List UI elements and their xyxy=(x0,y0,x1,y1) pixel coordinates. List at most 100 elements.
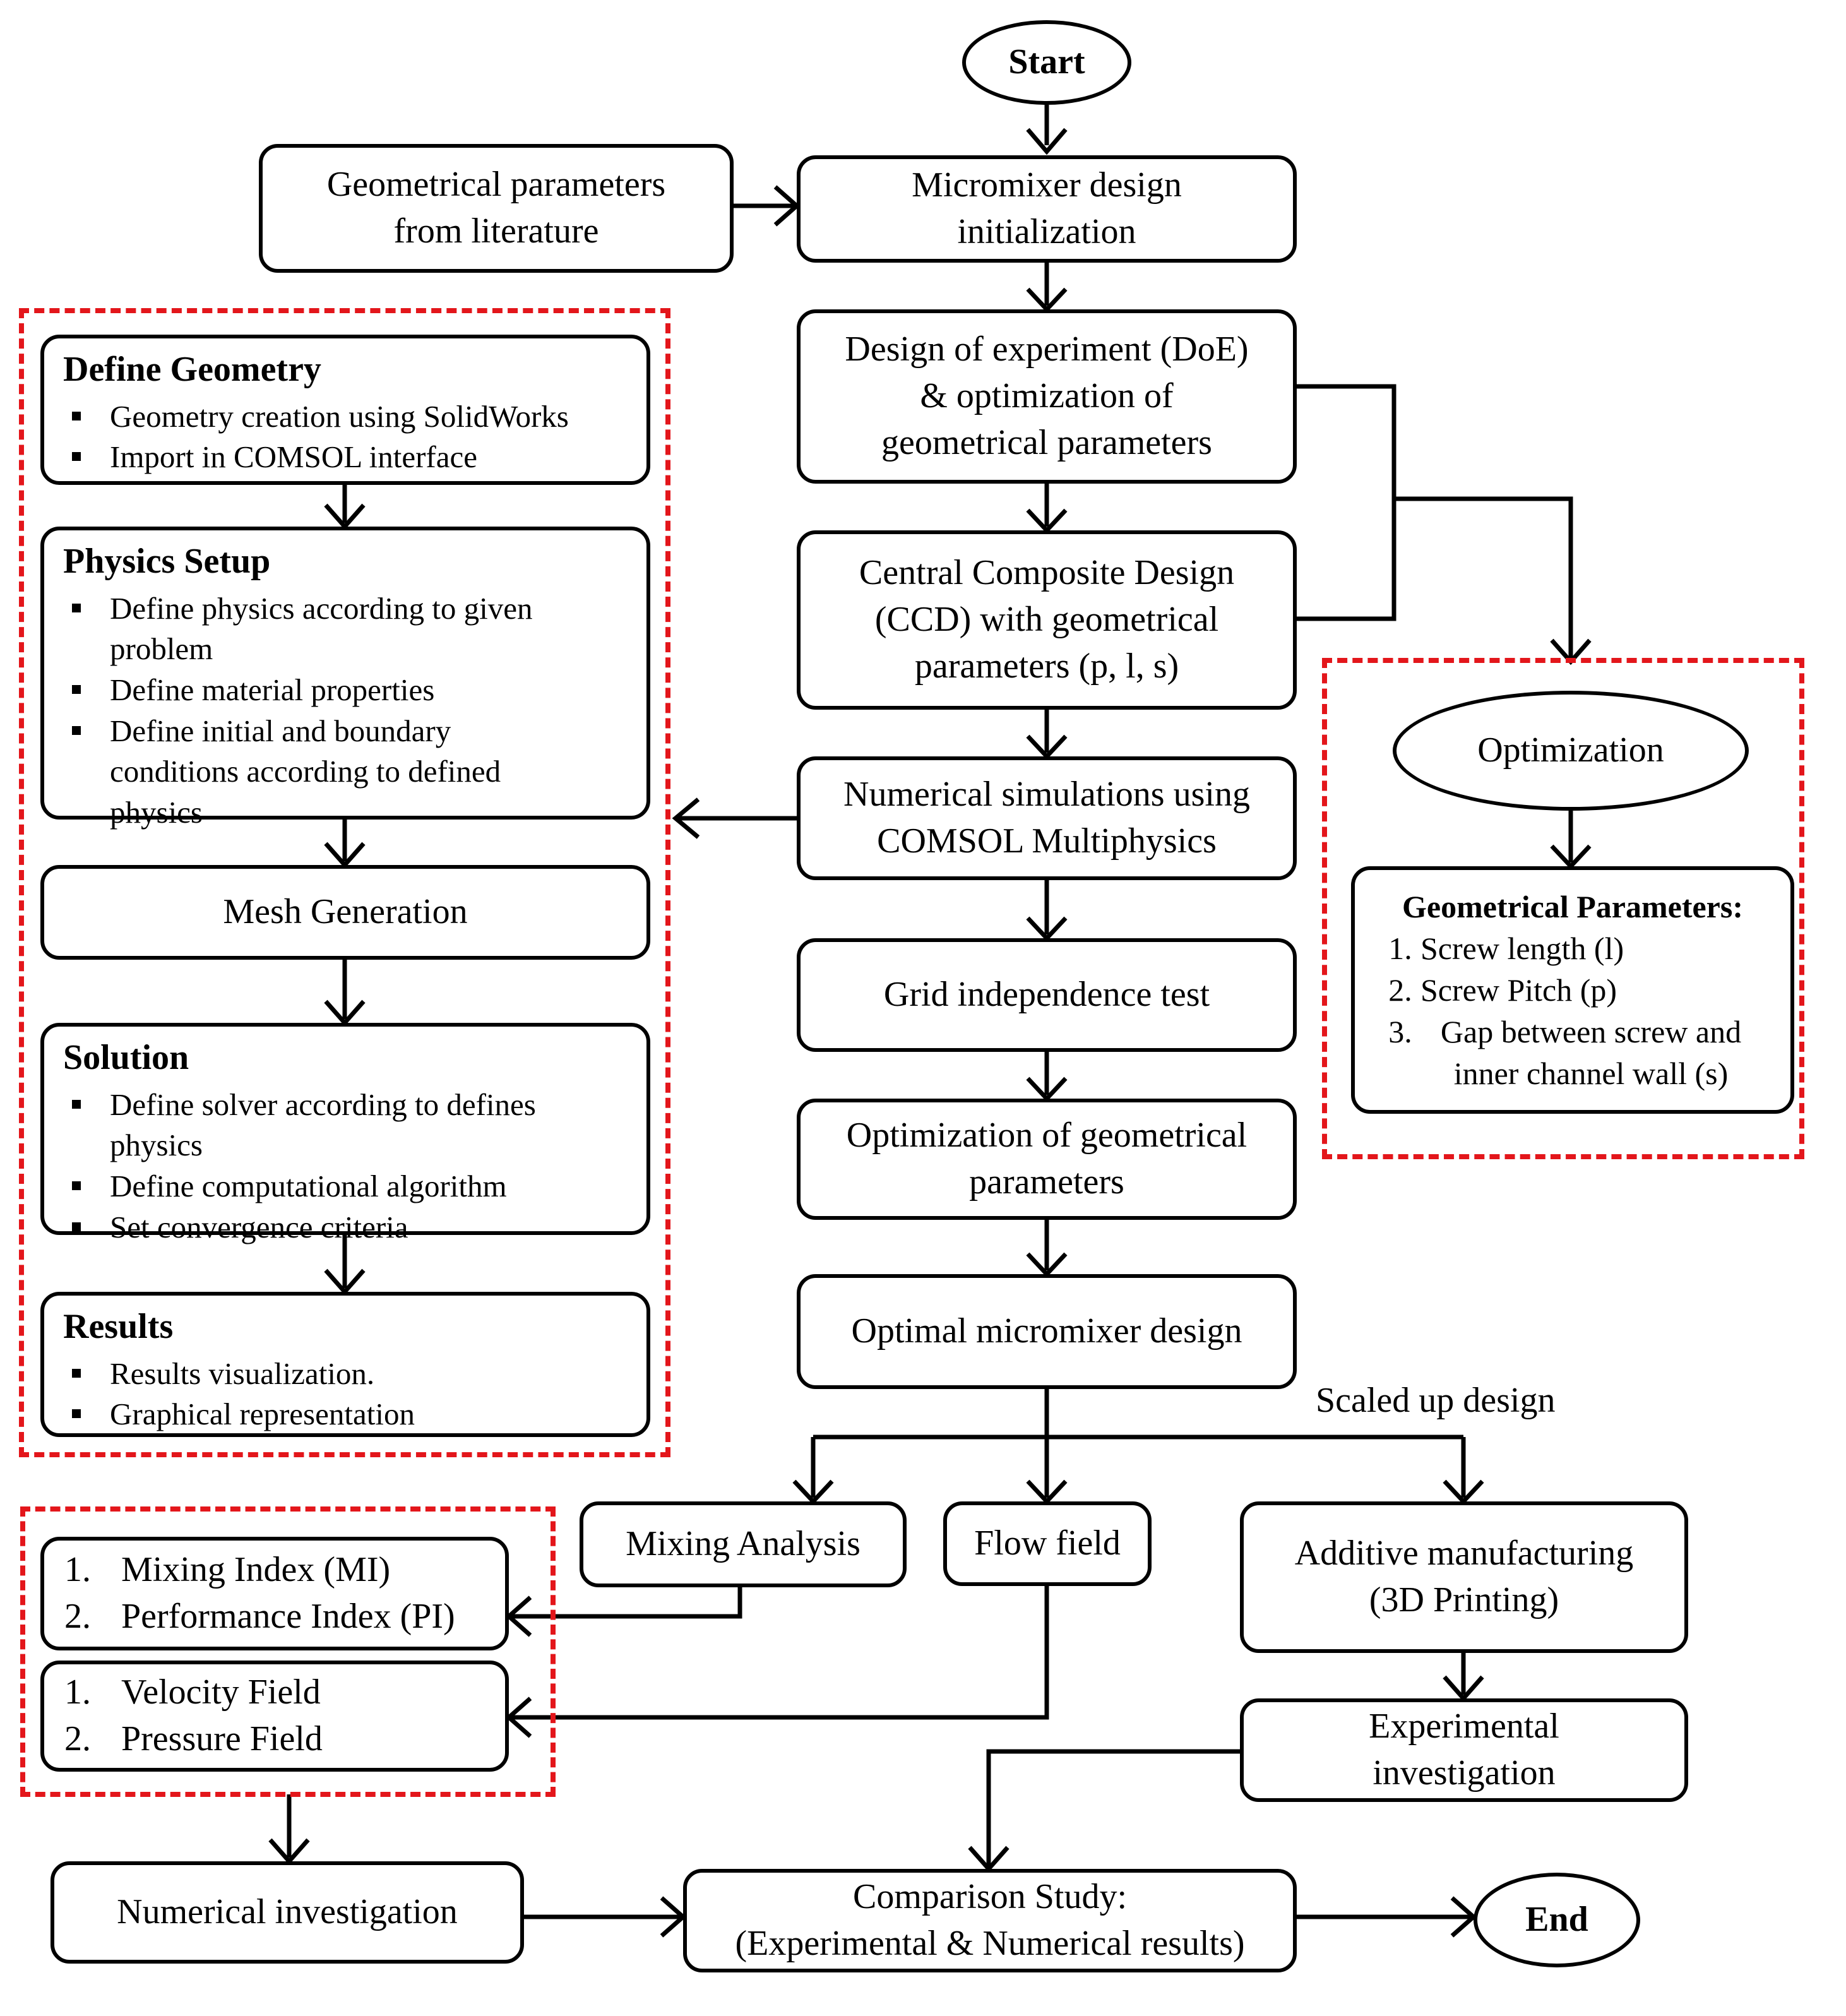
physics-setup-title: Physics Setup xyxy=(63,542,271,581)
optimization-node: Optimization xyxy=(1393,691,1749,811)
optimization-group xyxy=(1322,658,1804,1159)
central-composite-design-box: Central Composite Design (CCD) with geom… xyxy=(797,530,1297,710)
grid-independence-test-box: Grid independence test xyxy=(797,938,1297,1052)
item-text: Pressure Field xyxy=(121,1719,323,1758)
end-node: End xyxy=(1474,1873,1640,1967)
comparison-line-2: (Experimental & Numerical results) xyxy=(735,1924,1245,1963)
item-number: 1. xyxy=(64,1673,91,1712)
physics-setup-item: Define initial and boundary conditions a… xyxy=(63,711,568,833)
solution-title: Solution xyxy=(63,1038,189,1077)
numerical-results-group xyxy=(20,1506,556,1797)
experimental-line-2: investigation xyxy=(1373,1753,1556,1792)
item-text: Screw length (l) xyxy=(1420,931,1624,966)
optimal-micromixer-design-box: Optimal micromixer design xyxy=(797,1274,1297,1389)
results-item: Graphical representation xyxy=(63,1394,415,1435)
micromixer-design-initialization-box: Micromixer design initialization xyxy=(797,155,1297,263)
geo-lit-line-1: Geometrical parameters xyxy=(326,165,666,205)
arrow-mixing-to-indices xyxy=(509,1587,742,1619)
optgeo-line-1: Optimization of geometrical xyxy=(846,1116,1248,1155)
optimization-label: Optimization xyxy=(1477,731,1664,770)
define-geometry-title: Define Geometry xyxy=(63,350,321,389)
mesh-label: Mesh Generation xyxy=(223,892,468,932)
item-text: Performance Index (PI) xyxy=(121,1597,455,1636)
comparison-study-box: Comparison Study: (Experimental & Numeri… xyxy=(683,1869,1297,1972)
end-label: End xyxy=(1525,1900,1588,1940)
define-geometry-item: Import in COMSOL interface xyxy=(63,437,569,478)
index-item: 2. Performance Index (PI) xyxy=(64,1594,455,1640)
item-number: 2. xyxy=(64,1719,91,1758)
numerical-simulations-box: Numerical simulations using COMSOL Multi… xyxy=(797,756,1297,880)
item-text: Velocity Field xyxy=(121,1673,321,1712)
optimal-label: Optimal micromixer design xyxy=(851,1311,1242,1351)
flow-label: Flow field xyxy=(974,1524,1121,1563)
ccd-line-3: parameters (p, l, s) xyxy=(914,646,1179,686)
item-number: 2. xyxy=(64,1597,91,1636)
doe-line-1: Design of experiment (DoE) xyxy=(845,330,1249,369)
define-geometry-item: Geometry creation using SolidWorks xyxy=(63,397,569,438)
experimental-investigation-box: Experimental investigation xyxy=(1240,1698,1688,1802)
arrow-experimental-to-comparison xyxy=(986,1749,1240,1866)
results-item: Results visualization. xyxy=(63,1354,415,1395)
fields-box: 1. Velocity Field 2. Pressure Field xyxy=(40,1661,509,1772)
mixing-label: Mixing Analysis xyxy=(626,1524,860,1564)
physics-setup-item: Define material properties xyxy=(63,670,568,711)
field-item: 2. Pressure Field xyxy=(64,1716,323,1763)
item-text: Gap between screw and inner channel wall… xyxy=(1440,1014,1742,1091)
numsim-line-1: Numerical simulations using xyxy=(843,775,1250,814)
item-number: 3. xyxy=(1388,1014,1412,1049)
item-text: Mixing Index (MI) xyxy=(121,1550,391,1590)
doe-line-3: geometrical parameters xyxy=(881,422,1212,462)
geometrical-parameters-literature-box: Geometrical parameters from literature xyxy=(259,144,734,273)
indices-box: 1. Mixing Index (MI) 2. Performance Index … xyxy=(40,1537,509,1650)
results-box: Results Results visualization. Graphical… xyxy=(40,1292,650,1437)
geometrical-parameter-item: 1.Screw length (l) xyxy=(1355,927,1624,969)
physics-setup-item: Define physics according to given proble… xyxy=(63,588,568,670)
geometrical-parameter-item: 3. Gap between screw and inner channel wa… xyxy=(1355,1011,1761,1094)
item-text: Screw Pitch (p) xyxy=(1420,972,1617,1008)
item-number: 1. xyxy=(1388,931,1412,966)
field-item: 1. Velocity Field xyxy=(64,1669,321,1716)
mesh-generation-box: Mesh Generation xyxy=(40,865,650,960)
doe-line-2: & optimization of xyxy=(920,376,1174,416)
solution-item: Define solver according to defines physi… xyxy=(63,1085,593,1166)
numerical-investigation-box: Numerical investigation xyxy=(51,1861,524,1964)
grid-label: Grid independence test xyxy=(883,975,1210,1015)
simulation-workflow-group xyxy=(19,308,670,1457)
arrow-flow-to-fields xyxy=(509,1586,1049,1720)
numinv-label: Numerical investigation xyxy=(117,1892,458,1932)
additive-line-2: (3D Printing) xyxy=(1369,1580,1559,1619)
arrow-start-to-init-head xyxy=(1026,128,1068,155)
loop-doe-ccd xyxy=(1297,384,1396,621)
init-line-1: Micromixer design xyxy=(912,165,1182,205)
geometrical-parameter-item: 2.Screw Pitch (p) xyxy=(1355,969,1617,1011)
init-line-2: initialization xyxy=(957,212,1136,251)
arrow-loop-to-optimization xyxy=(1394,496,1573,659)
arrow-numsim-to-panel-head xyxy=(672,797,700,839)
additive-line-1: Additive manufacturing xyxy=(1294,1534,1634,1573)
optimization-of-geometrical-parameters-box: Optimization of geometrical parameters xyxy=(797,1099,1297,1220)
ccd-line-2: (CCD) with geometrical xyxy=(874,600,1219,640)
start-label: Start xyxy=(1008,42,1085,82)
geo-lit-line-2: from literature xyxy=(393,212,599,251)
mixing-analysis-box: Mixing Analysis xyxy=(580,1501,907,1587)
additive-manufacturing-box: Additive manufacturing (3D Printing) xyxy=(1240,1501,1688,1653)
geometrical-parameters-box: Geometrical Parameters: 1.Screw length (… xyxy=(1351,866,1794,1114)
scaled-up-design-label: Scaled up design xyxy=(1316,1381,1556,1420)
numsim-line-2: COMSOL Multiphysics xyxy=(877,821,1217,861)
results-title: Results xyxy=(63,1307,174,1346)
define-geometry-box: Define Geometry Geometry creation using … xyxy=(40,335,650,485)
comparison-line-1: Comparison Study: xyxy=(852,1877,1128,1917)
optgeo-line-2: parameters xyxy=(969,1162,1124,1202)
solution-box: Solution Define solver according to defi… xyxy=(40,1023,650,1244)
start-node: Start xyxy=(962,20,1131,105)
item-number: 1. xyxy=(64,1550,91,1590)
experimental-line-1: Experimental xyxy=(1369,1707,1559,1746)
arrow-flow-to-fields-head xyxy=(505,1697,532,1738)
arrow-mixing-to-indices-head xyxy=(505,1596,532,1637)
physics-setup-box: Physics Setup Define physics according t… xyxy=(40,527,650,830)
solution-item: Set convergence criteria xyxy=(63,1207,593,1248)
item-number: 2. xyxy=(1388,972,1412,1008)
solution-item: Define computational algorithm xyxy=(63,1166,593,1207)
